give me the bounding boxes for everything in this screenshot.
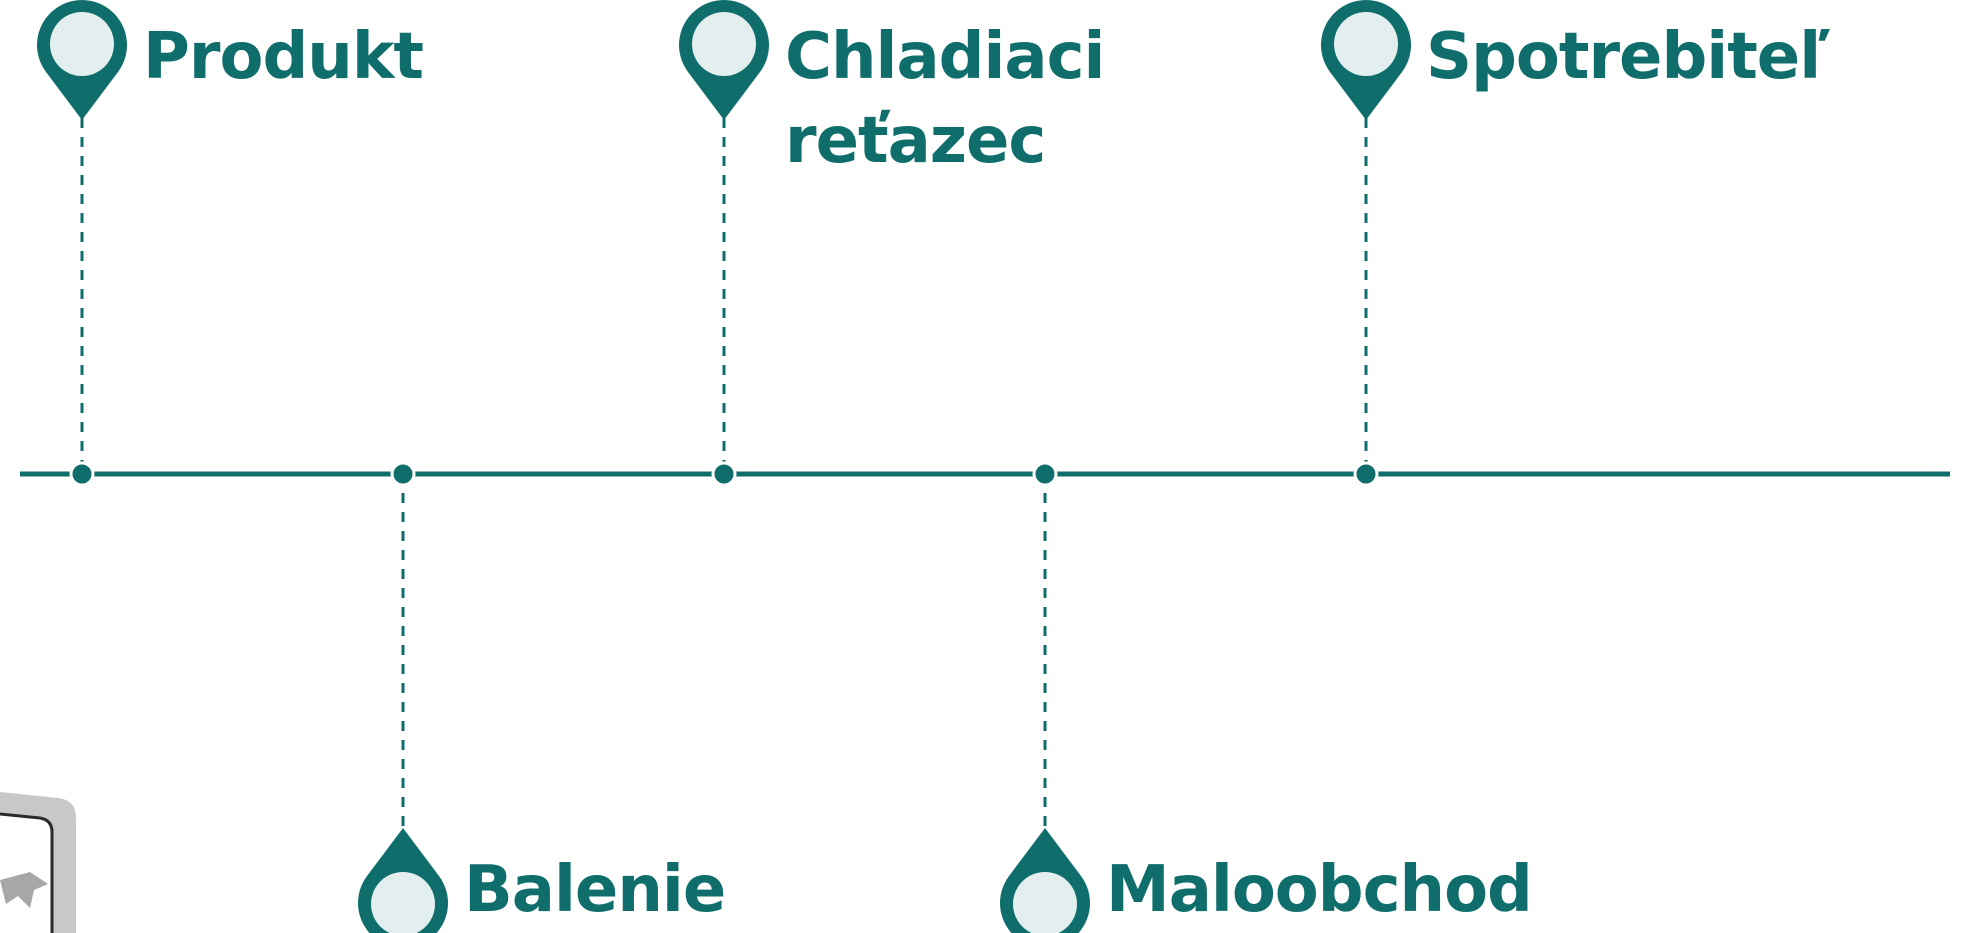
tablet-device-icon [0,792,76,933]
timeline-dot-maloobchod [1032,461,1058,487]
timeline-dot-chladiaci [711,461,737,487]
stage-label-spotrebitel: Spotrebiteľ [1426,15,1830,99]
stage-label-line: Balenie [464,853,726,927]
stage-label-balenie: Balenie [464,848,726,932]
timeline-dot-produkt [69,461,95,487]
map-pin-icon [1321,0,1411,120]
timeline-dot-balenie [390,461,416,487]
timeline-dot-spotrebitel [1353,461,1379,487]
map-pin-icon [1000,828,1090,933]
stage-label-line: Chladiaci [785,20,1105,94]
map-pin-icon [679,0,769,120]
map-pin-icon [358,828,448,933]
stage-label-line: reťazec [785,104,1046,178]
stage-label-chladiaci-retazec: Chladiaci reťazec [785,15,1105,183]
stage-label-line: Maloobchod [1106,853,1533,927]
map-pin-icon [37,0,127,120]
stage-label-line: Produkt [143,20,424,94]
stage-label-maloobchod: Maloobchod [1106,848,1533,932]
stage-label-line: Spotrebiteľ [1426,20,1830,94]
stage-label-produkt: Produkt [143,15,424,99]
